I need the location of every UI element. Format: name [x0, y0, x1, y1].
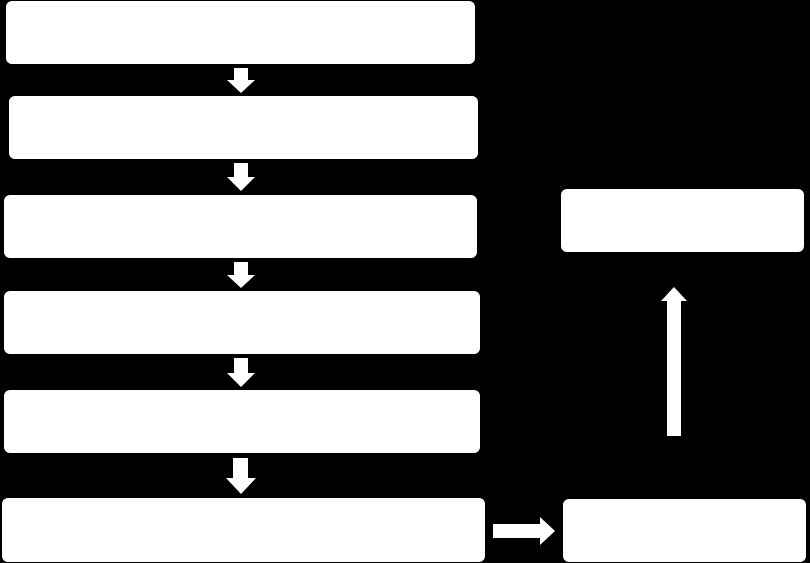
- down-arrow-icon: [227, 163, 255, 191]
- down-arrow-icon: [227, 262, 255, 288]
- down-arrow-icon: [227, 358, 255, 387]
- down-arrow-icon: [227, 68, 255, 93]
- main-step-4-box: [4, 291, 480, 354]
- down-arrow-icon: [226, 458, 256, 494]
- main-step-1-box: [6, 1, 475, 64]
- main-step-6-box: [2, 498, 485, 562]
- up-arrow-icon: [661, 287, 687, 436]
- side-step-upper-box: [561, 189, 804, 252]
- main-step-2-box: [9, 96, 478, 159]
- main-step-3-box: [4, 195, 477, 258]
- right-arrow-icon: [493, 517, 555, 545]
- main-step-5-box: [4, 390, 480, 453]
- side-step-lower-box: [563, 499, 806, 562]
